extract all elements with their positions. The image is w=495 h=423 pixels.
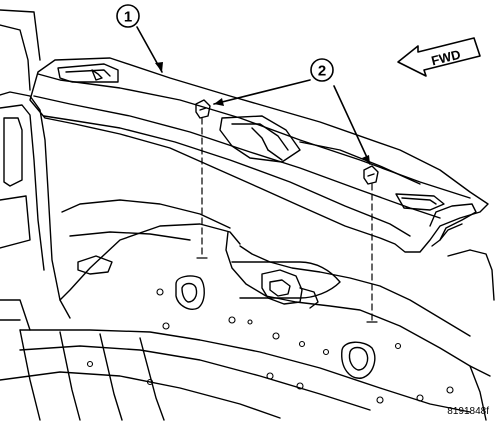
forward-direction-arrow: FWD <box>397 37 481 77</box>
callout-1: 1 <box>116 4 140 28</box>
lower-body-panel <box>0 199 495 421</box>
retainer-clip-left <box>195 99 211 119</box>
leader-arrowheads <box>155 62 370 164</box>
figure-code: 8191848f <box>447 406 489 417</box>
panel-rivets <box>86 288 454 404</box>
retainer-clip-right <box>363 165 379 185</box>
callout-2: 2 <box>310 58 334 82</box>
vehicle-body-left <box>0 9 71 319</box>
install-points <box>196 257 378 323</box>
leader-lines <box>136 26 371 165</box>
callout-2-label: 2 <box>318 63 326 80</box>
callout-1-label: 1 <box>124 9 132 26</box>
fwd-label: FWD <box>430 47 462 69</box>
install-guide-lines <box>201 117 373 323</box>
upper-trim-panel <box>29 57 489 253</box>
